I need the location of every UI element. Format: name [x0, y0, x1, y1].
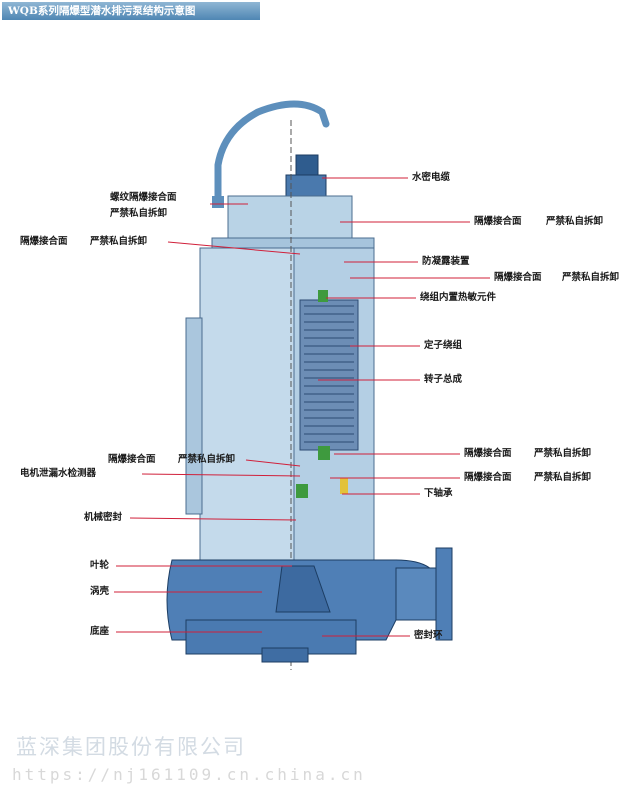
label-no-dismantle-right-1: 严禁私自拆卸 — [546, 216, 604, 227]
discharge-flange — [435, 547, 453, 641]
label-thread-flame-joint: 螺纹隔爆接合面 — [110, 192, 177, 203]
label-seal-ring: 密封环 — [414, 630, 443, 641]
label-impeller: 叶轮 — [90, 560, 110, 571]
impeller — [275, 565, 331, 613]
label-leak-detector: 电机泄漏水检测器 — [20, 468, 97, 479]
label-flame-joint-right-3: 隔爆接合面 — [464, 448, 512, 459]
label-stator-winding: 定子绕组 — [424, 340, 463, 351]
motor-housing-left — [199, 247, 295, 561]
label-flame-joint-right-4: 隔爆接合面 — [464, 472, 512, 483]
base-foot — [261, 647, 309, 663]
cable-top — [295, 154, 319, 178]
label-cable: 水密电缆 — [412, 172, 451, 183]
leader-lines — [114, 177, 490, 637]
label-no-dismantle-right-4: 严禁私自拆卸 — [534, 472, 592, 483]
label-thermal-element: 绕组内置热敏元件 — [420, 292, 497, 303]
label-no-dismantle-left-2: 严禁私自拆卸 — [90, 236, 148, 247]
lifting-handle — [214, 100, 330, 204]
label-volute: 涡壳 — [90, 586, 110, 597]
label-flame-joint-right-1: 隔爆接合面 — [474, 216, 522, 227]
label-anti-condensation: 防凝露装置 — [422, 256, 470, 267]
leak-detector-part — [340, 478, 348, 494]
diagram-title: WQB系列隔爆型潜水排污泵结构示意图 — [2, 2, 260, 20]
rotor-laminations — [304, 305, 354, 443]
discharge-pipe — [395, 567, 439, 621]
handle-foot — [212, 196, 224, 208]
bearing-green — [318, 446, 330, 460]
watermark-url: https://nj161109.cn.china.cn — [12, 765, 366, 784]
label-no-dismantle-1: 严禁私自拆卸 — [110, 208, 168, 219]
label-no-dismantle-right-3: 严禁私自拆卸 — [534, 448, 592, 459]
thermal-element — [318, 290, 328, 302]
label-flame-joint-left-2: 隔爆接合面 — [20, 236, 68, 247]
label-no-dismantle-left-3: 严禁私自拆卸 — [178, 454, 236, 465]
cable-nut — [285, 174, 327, 200]
label-mechanical-seal: 机械密封 — [84, 512, 123, 523]
cooling-rib — [185, 317, 203, 515]
label-base: 底座 — [90, 626, 110, 637]
watermark-company: 蓝深集团股份有限公司 — [16, 735, 246, 759]
label-flame-joint-right-2: 隔爆接合面 — [494, 272, 542, 283]
label-no-dismantle-right-2: 严禁私自拆卸 — [562, 272, 620, 283]
label-lower-bearing: 下轴承 — [424, 488, 453, 499]
bearing-lower — [296, 484, 308, 498]
label-flame-joint-left-3: 隔爆接合面 — [108, 454, 156, 465]
label-rotor-assembly: 转子总成 — [424, 374, 463, 385]
